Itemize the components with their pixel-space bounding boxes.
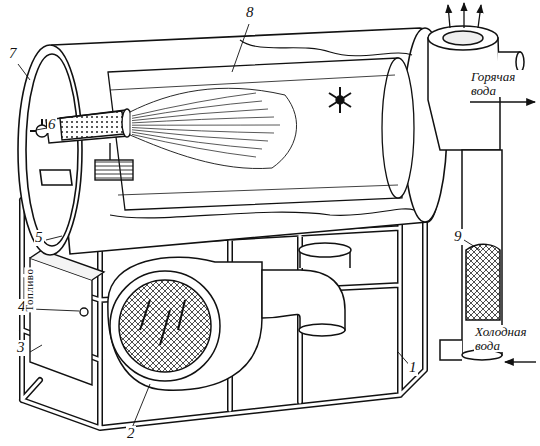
drawing-path	[18, 64, 30, 80]
flame-streak	[132, 101, 262, 118]
drawing-path	[440, 340, 462, 360]
drawing-path	[108, 58, 402, 210]
fan-arrows	[140, 300, 185, 345]
drawing-ellipse	[516, 52, 524, 72]
air-duct	[262, 243, 351, 336]
drawing-path	[60, 111, 124, 140]
callout-number: 7	[8, 46, 18, 62]
drawing-path	[232, 24, 249, 72]
drawing-path	[46, 110, 128, 143]
drawing-path	[329, 87, 351, 113]
cutaway-edge	[240, 40, 412, 56]
hot-water-arrow	[470, 101, 535, 102]
drawing-path	[36, 128, 47, 130]
drawing-circle	[110, 271, 220, 381]
drawing-g	[132, 93, 280, 157]
drawing-ellipse	[26, 54, 78, 246]
turbulator	[329, 87, 351, 113]
drawing-path	[130, 88, 297, 168]
fuel-label: Топливо	[24, 268, 36, 313]
flame	[130, 88, 297, 168]
flow-label: Горячая вода	[470, 70, 530, 97]
leader-lines	[18, 24, 480, 428]
drawing-ellipse	[382, 58, 414, 198]
drawing-path	[110, 75, 398, 195]
drawing-path	[463, 3, 464, 28]
drawing-ellipse	[428, 26, 498, 50]
callout-number: 2	[126, 426, 136, 442]
drawing-path	[109, 143, 110, 160]
drawing-ellipse	[18, 45, 82, 255]
drawing-path	[31, 309, 79, 311]
callout-number: 1	[408, 360, 418, 376]
drawing-path	[46, 236, 62, 240]
flame-streak	[132, 117, 274, 123]
callout-number: 3	[16, 340, 26, 356]
flame-streak	[132, 109, 268, 121]
cutaway-edge	[110, 209, 414, 218]
drawing-path	[40, 170, 72, 185]
flame-streak	[132, 93, 256, 116]
drawing-path	[52, 28, 442, 254]
callout-number: 8	[245, 5, 255, 21]
combustion-chamber	[108, 58, 414, 210]
drawing-ellipse	[443, 31, 483, 45]
drawing-circle	[119, 280, 211, 372]
fuel-cap	[80, 308, 88, 316]
drawing-path	[478, 5, 481, 28]
drawing-path	[30, 250, 104, 280]
drawing-path	[30, 345, 42, 352]
callout-number: 5	[34, 230, 44, 246]
burner	[30, 109, 133, 180]
drawing-ellipse	[299, 243, 351, 257]
boiler-shell	[52, 28, 447, 254]
drawing-path	[132, 384, 150, 428]
fuel-tank	[30, 250, 104, 385]
flame-streak	[132, 132, 262, 149]
flame-streak	[132, 125, 280, 126]
drawing-path	[30, 258, 92, 385]
callout-number: 6	[47, 117, 57, 133]
burner-control	[95, 160, 133, 180]
drawing-path	[466, 244, 500, 320]
drawing-path	[448, 5, 450, 28]
front-lid	[18, 45, 82, 255]
drawing-ellipse	[299, 324, 345, 336]
flow-label: Холодная вода	[474, 325, 534, 352]
callout-number: 9	[453, 229, 463, 245]
drawing-path	[108, 257, 262, 390]
flame-streak	[132, 134, 256, 157]
fan	[108, 257, 262, 390]
cold-water-arrow	[505, 361, 536, 362]
flue-arrows	[448, 3, 481, 28]
drawing-path	[464, 240, 480, 250]
drawing-path	[262, 270, 345, 330]
